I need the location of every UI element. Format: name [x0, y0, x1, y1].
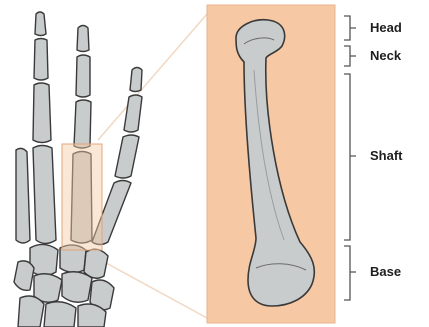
- neck-bracket: [344, 46, 356, 66]
- index-finger-bones: [33, 12, 56, 244]
- head-label: Head: [370, 20, 402, 35]
- base-label: Base: [370, 264, 401, 279]
- label-brackets: [344, 16, 356, 300]
- highlighted-metacarpal-box: [62, 144, 102, 250]
- zoom-connectors: [97, 14, 207, 318]
- hand-skeleton-illustration: [14, 12, 142, 327]
- carpal-bones: [14, 244, 114, 327]
- shaft-label: Shaft: [370, 148, 403, 163]
- partial-finger-bones: [16, 148, 30, 243]
- neck-label: Neck: [370, 48, 401, 63]
- base-bracket: [344, 246, 356, 300]
- shaft-bracket: [344, 74, 356, 240]
- head-bracket: [344, 16, 356, 40]
